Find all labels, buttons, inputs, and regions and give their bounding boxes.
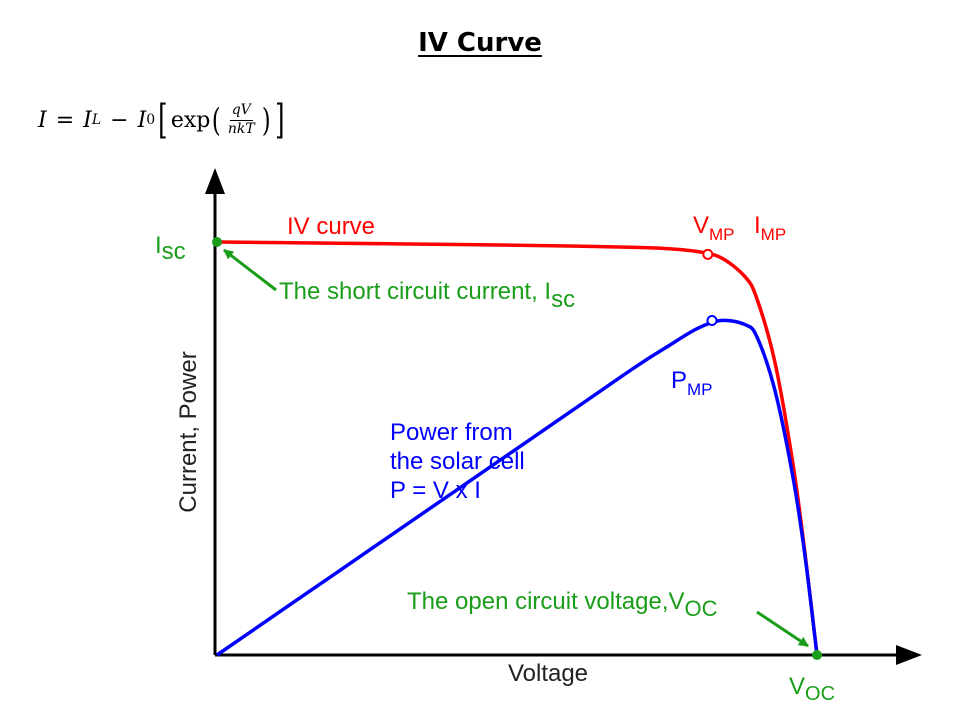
y-axis-label: Current, Power [175,351,202,512]
power-label-line1: Power from [390,419,513,446]
open-circuit-annotation: The open circuit voltage,VOC [407,588,718,621]
voc-axis-label: VOC [789,673,835,705]
imp-label: IMP [754,212,786,244]
formula-left-paren: ( [212,101,221,139]
iv-curve-label: IV curve [287,213,375,240]
formula-right-paren: ) [261,101,271,139]
vmp-label: VMP [693,212,735,244]
max-power-point-iv [702,248,714,260]
formula-exp: exp [170,107,211,133]
max-power-point-power [706,315,718,326]
short-circuit-arrow [223,248,277,292]
formula-numerator: qV [229,102,253,121]
formula-right-bracket: ] [275,97,285,143]
formula-left-bracket: [ [158,97,168,143]
formula-fraction: qV nkT [226,102,257,137]
formula-light-current: I [83,107,92,133]
formula-saturation-current-sub: 0 [146,112,156,128]
power-curve-line [216,318,819,657]
formula-minus: − [110,107,129,133]
formula-current: I [38,107,47,133]
isc-axis-label: Isc [155,232,186,265]
voc-point [812,650,822,660]
formula-saturation-current: I [137,107,147,133]
formula-light-current-sub: L [91,112,102,128]
power-label-line3: P = V x I [390,477,481,504]
y-axis-arrowhead [205,168,225,194]
isc-point [212,237,222,247]
x-axis-label: Voltage [508,660,588,687]
formula-equals: = [55,107,75,133]
formula-denominator: nkT [227,120,255,137]
open-circuit-arrow [756,610,809,648]
power-label-line2: the solar cell [390,448,525,475]
short-circuit-annotation: The short circuit current, Isc [279,278,575,313]
x-axis-arrowhead [896,645,922,665]
pmp-label: PMP [671,367,713,399]
slide-title: IV Curve [418,28,542,58]
